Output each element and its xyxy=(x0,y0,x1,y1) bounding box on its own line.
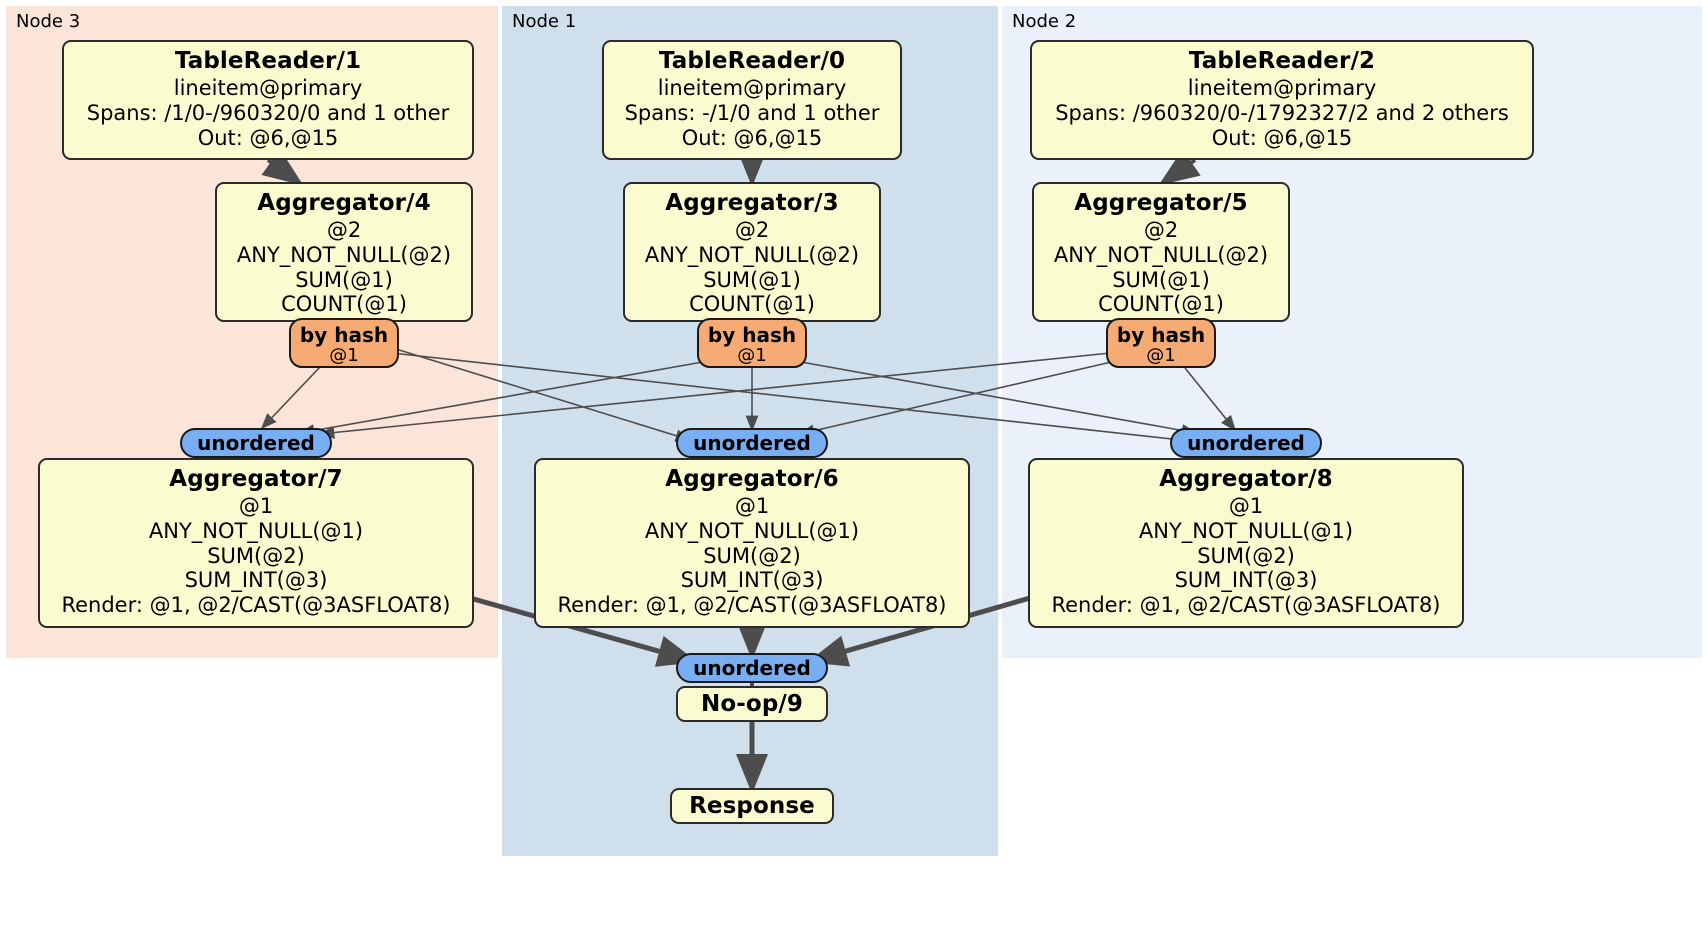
processor-line: Render: @1, @2/CAST(@3ASFLOAT8) xyxy=(557,593,947,618)
processor-title: No-op/9 xyxy=(701,691,803,717)
processor-line: ANY_NOT_NULL(@2) xyxy=(236,242,452,267)
router-column: @1 xyxy=(329,345,359,366)
synchronizer-label: unordered xyxy=(1187,431,1305,455)
processor-line: ANY_NOT_NULL(@2) xyxy=(644,242,860,267)
processor-line: @1 xyxy=(734,494,770,519)
synchronizer-unordered-center[interactable]: unordered xyxy=(676,428,828,458)
processor-line: SUM(@1) xyxy=(295,267,393,292)
processor-line: Out: @6,@15 xyxy=(197,125,339,150)
processor-title: Response xyxy=(689,793,815,819)
processor-line: Render: @1, @2/CAST(@3ASFLOAT8) xyxy=(1051,593,1441,618)
processor-line: SUM(@1) xyxy=(1112,267,1210,292)
processor-title: Aggregator/4 xyxy=(257,190,431,216)
processor-line: COUNT(@1) xyxy=(689,292,815,317)
processor-title: TableReader/0 xyxy=(658,48,846,74)
processor-line: SUM(@2) xyxy=(703,543,801,568)
processor-line: SUM_INT(@3) xyxy=(184,568,328,593)
processor-title: Aggregator/5 xyxy=(1074,190,1248,216)
processor-aggregator-5[interactable]: Aggregator/5 @2 ANY_NOT_NULL(@2) SUM(@1)… xyxy=(1032,182,1290,322)
processor-tablereader-0[interactable]: TableReader/0 lineitem@primary Spans: -/… xyxy=(602,40,902,160)
processor-aggregator-7[interactable]: Aggregator/7 @1 ANY_NOT_NULL(@1) SUM(@2)… xyxy=(38,458,474,628)
processor-title: TableReader/1 xyxy=(174,48,362,74)
synchronizer-label: unordered xyxy=(693,431,811,455)
router-by-hash-right[interactable]: by hash @1 xyxy=(1106,318,1216,368)
synchronizer-unordered-left[interactable]: unordered xyxy=(180,428,332,458)
processor-line: SUM(@2) xyxy=(1197,543,1295,568)
processor-line: COUNT(@1) xyxy=(281,292,407,317)
synchronizer-label: unordered xyxy=(197,431,315,455)
processor-noop-9[interactable]: No-op/9 xyxy=(676,686,828,722)
processor-aggregator-6[interactable]: Aggregator/6 @1 ANY_NOT_NULL(@1) SUM(@2)… xyxy=(534,458,970,628)
processor-line: COUNT(@1) xyxy=(1098,292,1224,317)
router-label: by hash xyxy=(299,323,389,347)
processor-line: ANY_NOT_NULL(@2) xyxy=(1053,242,1269,267)
synchronizer-label: unordered xyxy=(693,656,811,680)
processor-line: @1 xyxy=(1228,494,1264,519)
processor-title: Aggregator/7 xyxy=(169,466,343,492)
processor-title: Aggregator/6 xyxy=(665,466,839,492)
processor-line: lineitem@primary xyxy=(657,76,847,101)
processor-tablereader-2[interactable]: TableReader/2 lineitem@primary Spans: /9… xyxy=(1030,40,1534,160)
processor-line: SUM(@2) xyxy=(207,543,305,568)
processor-line: @2 xyxy=(326,218,362,243)
processor-line: lineitem@primary xyxy=(173,76,363,101)
processor-tablereader-1[interactable]: TableReader/1 lineitem@primary Spans: /1… xyxy=(62,40,474,160)
router-label: by hash xyxy=(707,323,797,347)
processor-aggregator-4[interactable]: Aggregator/4 @2 ANY_NOT_NULL(@2) SUM(@1)… xyxy=(215,182,473,322)
processor-line: Spans: /960320/0-/1792327/2 and 2 others xyxy=(1055,100,1509,125)
processor-line: ANY_NOT_NULL(@1) xyxy=(1138,518,1354,543)
processor-line: Out: @6,@15 xyxy=(1211,125,1353,150)
processor-title: TableReader/2 xyxy=(1188,48,1376,74)
router-by-hash-left[interactable]: by hash @1 xyxy=(289,318,399,368)
processor-response[interactable]: Response xyxy=(670,788,834,824)
synchronizer-unordered-right[interactable]: unordered xyxy=(1170,428,1322,458)
processor-line: ANY_NOT_NULL(@1) xyxy=(148,518,364,543)
processor-line: ANY_NOT_NULL(@1) xyxy=(644,518,860,543)
processor-line: @2 xyxy=(1143,218,1179,243)
router-column: @1 xyxy=(737,345,767,366)
processor-title: Aggregator/8 xyxy=(1159,466,1333,492)
processor-line: Spans: /1/0-/960320/0 and 1 other xyxy=(86,100,450,125)
processor-line: @1 xyxy=(238,494,274,519)
processor-line: SUM(@1) xyxy=(703,267,801,292)
region-node-1-label: Node 1 xyxy=(512,11,577,32)
processor-line: Spans: -/1/0 and 1 other xyxy=(624,100,880,125)
processor-line: SUM_INT(@3) xyxy=(680,568,824,593)
processor-line: lineitem@primary xyxy=(1187,76,1377,101)
processor-line: Out: @6,@15 xyxy=(681,125,823,150)
processor-aggregator-8[interactable]: Aggregator/8 @1 ANY_NOT_NULL(@1) SUM(@2)… xyxy=(1028,458,1464,628)
region-node-2-label: Node 2 xyxy=(1012,11,1077,32)
processor-line: Render: @1, @2/CAST(@3ASFLOAT8) xyxy=(61,593,451,618)
router-by-hash-center[interactable]: by hash @1 xyxy=(697,318,807,368)
router-column: @1 xyxy=(1146,345,1176,366)
synchronizer-unordered-final[interactable]: unordered xyxy=(676,653,828,683)
processor-line: SUM_INT(@3) xyxy=(1174,568,1318,593)
region-node-3-label: Node 3 xyxy=(16,11,81,32)
processor-line: @2 xyxy=(734,218,770,243)
processor-aggregator-3[interactable]: Aggregator/3 @2 ANY_NOT_NULL(@2) SUM(@1)… xyxy=(623,182,881,322)
processor-title: Aggregator/3 xyxy=(665,190,839,216)
router-label: by hash xyxy=(1116,323,1206,347)
